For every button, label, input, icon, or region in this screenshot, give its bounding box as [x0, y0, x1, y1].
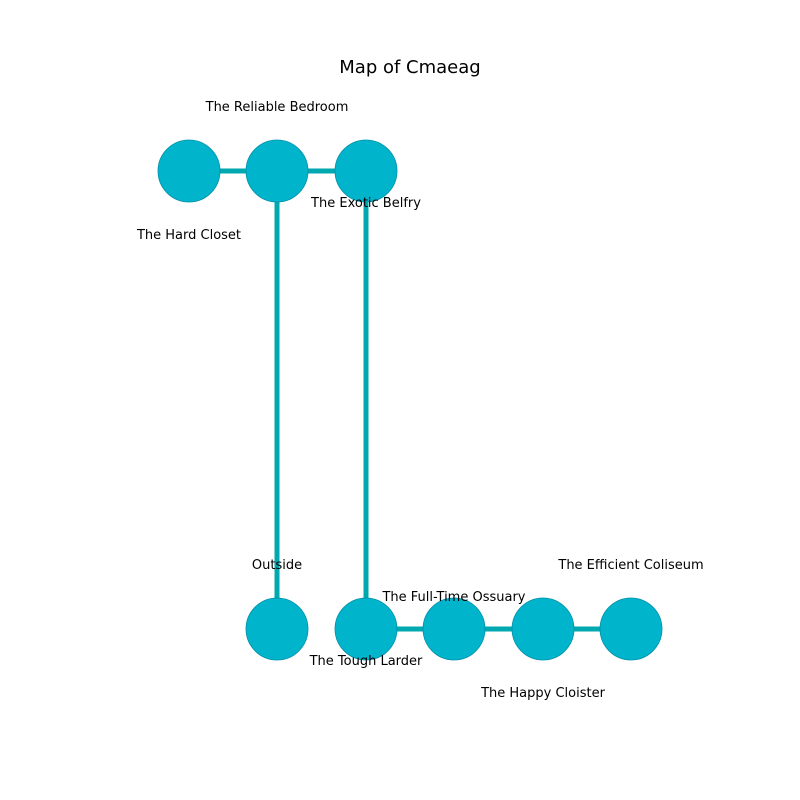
node-label-full-time-ossuary: The Full-Time Ossuary [381, 590, 525, 605]
node-happy-cloister [511, 597, 575, 661]
node-full-time-ossuary [422, 597, 486, 661]
node-label-tough-larder: The Tough Larder [309, 654, 423, 669]
node-hard-closet [157, 139, 221, 203]
node-label-happy-cloister: The Happy Cloister [480, 686, 606, 701]
node-label-efficient-coliseum: The Efficient Coliseum [557, 558, 703, 573]
node-exotic-belfry [334, 139, 398, 203]
node-tough-larder [334, 597, 398, 661]
node-efficient-coliseum [599, 597, 663, 661]
node-label-exotic-belfry: The Exotic Belfry [310, 196, 421, 211]
node-outside [245, 597, 309, 661]
node-label-outside: Outside [252, 558, 302, 573]
node-label-reliable-bedroom: The Reliable Bedroom [205, 100, 349, 115]
nodes-layer [157, 139, 663, 661]
node-reliable-bedroom [245, 139, 309, 203]
map-title: Map of Cmaeag [339, 57, 480, 78]
node-label-hard-closet: The Hard Closet [136, 228, 241, 243]
